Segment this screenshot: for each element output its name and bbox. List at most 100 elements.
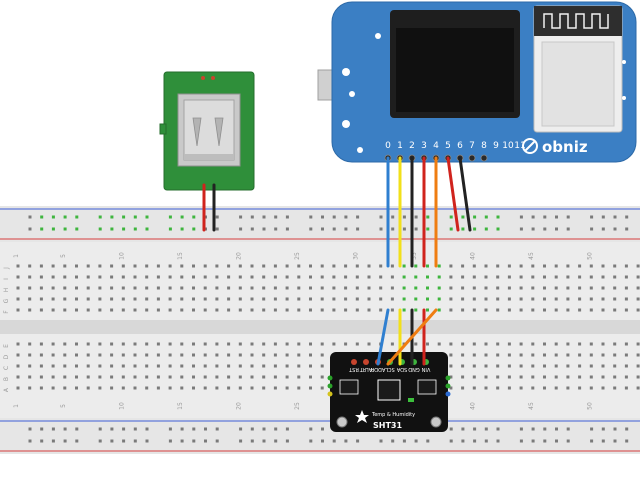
breadboard-hole xyxy=(215,375,219,379)
breadboard-hole xyxy=(426,297,429,301)
breadboard-hole xyxy=(601,353,605,357)
rail-hole xyxy=(145,439,149,443)
rail-hole xyxy=(98,227,102,231)
rail-hole xyxy=(204,427,207,431)
rail-hole xyxy=(51,439,55,443)
breadboard-hole xyxy=(215,386,219,390)
rail-hole xyxy=(239,227,243,231)
breadboard-hole xyxy=(98,286,102,290)
breadboard-hole xyxy=(320,264,324,268)
breadboard-hole xyxy=(344,264,348,268)
breadboard-hole xyxy=(449,297,453,301)
breadboard-hole xyxy=(507,353,511,357)
breadboard-hole xyxy=(496,275,500,279)
rail-hole xyxy=(590,215,594,219)
breadboard-hole xyxy=(98,364,102,368)
breadboard-hole xyxy=(589,286,593,290)
breadboard-hole xyxy=(215,275,219,279)
rail-hole xyxy=(519,427,523,431)
breadboard-hole xyxy=(449,286,453,290)
breadboard-hole xyxy=(145,375,149,379)
breadboard-hole xyxy=(39,375,43,379)
obniz-pin xyxy=(480,154,488,162)
sensor-pin-label: SCL xyxy=(385,366,395,372)
breadboard-hole xyxy=(51,308,55,312)
breadboard-hole xyxy=(519,375,523,379)
breadboard-hole xyxy=(613,264,617,268)
breadboard-hole xyxy=(28,308,32,312)
breadboard-hole xyxy=(16,386,20,390)
breadboard-hole xyxy=(110,308,114,312)
breadboard-hole xyxy=(180,364,184,368)
breadboard-hole xyxy=(636,386,640,390)
breadboard-hole xyxy=(531,364,535,368)
breadboard-hole xyxy=(121,275,125,279)
breadboard-hole xyxy=(344,342,348,346)
breadboard-hole xyxy=(168,342,172,346)
breadboard-hole xyxy=(496,264,500,268)
breadboard-hole xyxy=(613,286,617,290)
breadboard-hole xyxy=(262,353,266,357)
breadboard-hole xyxy=(156,364,160,368)
breadboard-hole xyxy=(250,264,254,268)
rail-hole xyxy=(133,215,137,219)
breadboard-hole xyxy=(484,275,488,279)
wifi-antenna-trace xyxy=(543,13,609,29)
obniz-pin-label: 1 xyxy=(397,141,403,151)
column-number: 10 xyxy=(118,402,125,410)
breadboard-hole xyxy=(215,353,219,357)
breadboard-hole xyxy=(507,275,511,279)
breadboard-hole xyxy=(426,286,429,290)
breadboard-hole xyxy=(636,364,640,368)
breadboard-hole xyxy=(309,275,312,279)
breadboard-hole xyxy=(355,308,359,312)
breadboard-hole xyxy=(285,364,289,368)
breadboard-hole xyxy=(355,275,359,279)
column-number: 20 xyxy=(235,402,242,410)
row-label: J xyxy=(3,267,10,270)
breadboard-hole xyxy=(519,364,523,368)
rail-hole xyxy=(332,227,336,231)
wire-blue-sensor xyxy=(376,308,390,366)
rail-hole xyxy=(461,439,465,443)
breadboard-hole xyxy=(75,264,78,268)
breadboard-hole xyxy=(531,297,535,301)
breadboard-hole xyxy=(39,297,43,301)
breadboard-hole xyxy=(496,364,500,368)
usb-power-board xyxy=(159,71,255,191)
rail-hole xyxy=(496,439,500,443)
breadboard-hole xyxy=(636,286,640,290)
breadboard-hole xyxy=(578,375,582,379)
breadboard-hole xyxy=(496,308,500,312)
breadboard-hole xyxy=(28,364,32,368)
breadboard-hole xyxy=(16,364,20,368)
rail-hole xyxy=(239,439,243,443)
breadboard-hole xyxy=(110,286,114,290)
breadboard-hole xyxy=(484,264,488,268)
breadboard-hole xyxy=(86,353,90,357)
breadboard-hole xyxy=(227,353,231,357)
breadboard-hole xyxy=(273,375,277,379)
rail-hole xyxy=(356,227,360,231)
breadboard-hole xyxy=(390,286,394,290)
rail-hole xyxy=(531,215,535,219)
breadboard-hole xyxy=(320,386,324,390)
rail-hole xyxy=(274,439,278,443)
breadboard-hole xyxy=(86,364,90,368)
breadboard-hole xyxy=(39,264,43,268)
breadboard-hole xyxy=(133,375,137,379)
breadboard-hole xyxy=(578,308,582,312)
breadboard-hole xyxy=(63,386,67,390)
breadboard-hole xyxy=(472,375,476,379)
breadboard-hole xyxy=(578,297,582,301)
usb-contact xyxy=(214,117,224,147)
breadboard-hole xyxy=(180,342,184,346)
breadboard-hole xyxy=(601,308,605,312)
breadboard-hole xyxy=(367,342,371,346)
breadboard-hole xyxy=(180,264,184,268)
breadboard-hole xyxy=(16,275,20,279)
breadboard-hole xyxy=(601,364,605,368)
breadboard-hole xyxy=(367,275,371,279)
breadboard-hole xyxy=(156,308,160,312)
column-number: 40 xyxy=(469,402,476,410)
